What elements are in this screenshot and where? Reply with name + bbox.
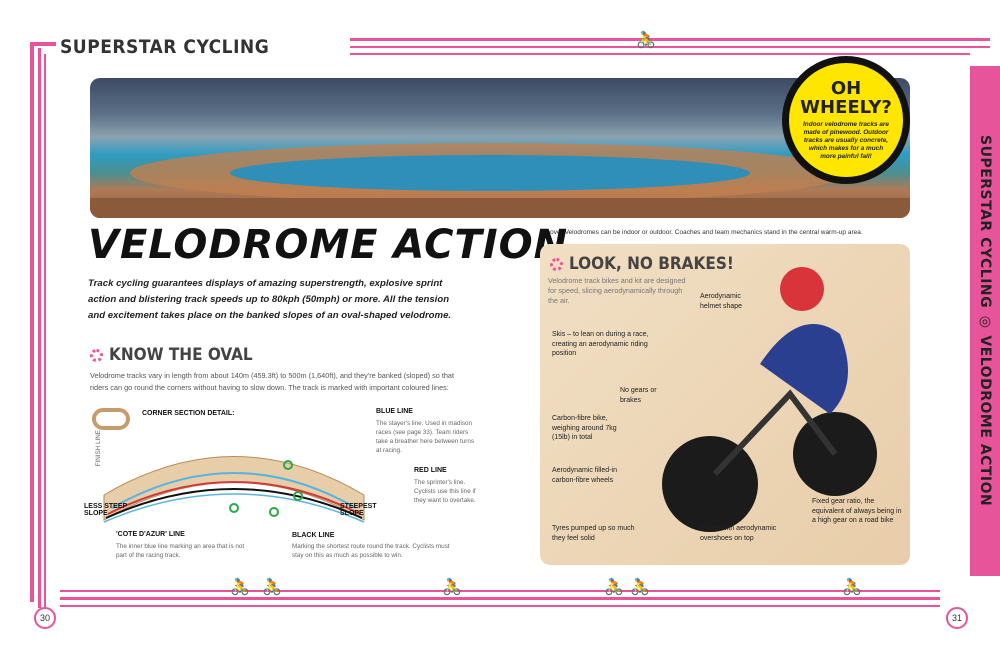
note-skis: Skis – to lean on during a race, creatin… (552, 331, 649, 357)
track-bike-art (662, 267, 877, 532)
note-tyres: Tyres pumped up so much they feel solid (552, 525, 635, 542)
steepest-label: STEEPEST SLOPE (340, 503, 377, 517)
frame-line (60, 605, 940, 607)
know-the-oval-heading: KNOW THE OVAL (90, 345, 253, 365)
red-line-label: RED LINE (414, 467, 447, 474)
photo-caption: (Above) Velodromes can be indoor or outd… (540, 229, 863, 236)
page-title: VELODROME ACTION (88, 222, 569, 268)
cyclist-icon: 🚴 (442, 579, 462, 596)
blue-line-label: BLUE LINE (376, 408, 413, 415)
ring-icon (550, 257, 563, 271)
badge-title: OH WHEELY? (800, 78, 892, 118)
black-line-label: BLACK LINE (292, 532, 335, 539)
frame-line (60, 590, 940, 592)
velodrome-photo (90, 78, 910, 218)
cyclist-icon: 🚴 (262, 579, 282, 596)
track-diagram (92, 408, 365, 523)
velodrome-photo-art (90, 143, 910, 218)
page-number-right: 31 (946, 607, 968, 629)
finish-line-label: FINISH LINE (95, 430, 102, 467)
no-brakes-panel: LOOK, NO BRAKES! Velodrome track bikes a… (540, 244, 910, 565)
cote-line-label: 'COTE D'AZUR' LINE (116, 531, 185, 538)
page-number-left: 30 (34, 607, 56, 629)
frame-line (44, 54, 46, 609)
section-heading-label: KNOW THE OVAL (109, 345, 253, 365)
corner-detail-label: CORNER SECTION DETAIL: (142, 410, 235, 417)
note-gears: No gears or brakes (620, 387, 657, 404)
note-gear-ratio: Fixed gear ratio, the equivalent of alwa… (812, 498, 902, 524)
frame-line (350, 53, 970, 55)
frame-line (60, 597, 940, 600)
cyclist-icon: 🚴 (630, 579, 650, 596)
side-tab-text: SUPERSTAR CYCLING ◎ VELODROME ACTION (970, 66, 1000, 576)
cyclist-icon: 🚴 (230, 579, 250, 596)
side-tab-label: SUPERSTAR CYCLING ◎ VELODROME ACTION (977, 135, 993, 507)
frame-line (30, 42, 34, 602)
section-heading-label: LOOK, NO BRAKES! (569, 254, 734, 274)
note-wheels: Aerodynamic filled-in carbon-fibre wheel… (552, 467, 617, 484)
red-line-desc: The sprinter's line. Cyclists use this l… (414, 479, 476, 504)
note-shoes: Shoes with aerodynamic overshoes on top (700, 525, 777, 542)
frame-line (350, 38, 990, 41)
frame-line (350, 46, 990, 48)
note-helmet: Aerodynamic helmet shape (700, 293, 743, 310)
no-brakes-heading: LOOK, NO BRAKES! (550, 254, 734, 274)
cyclist-icon: 🚴 (604, 579, 624, 596)
blue-line-desc: The stayer's line. Used in madison races… (376, 420, 475, 454)
badge-text: Indoor velodrome tracks are made of pine… (803, 121, 889, 160)
oh-wheely-badge: OH WHEELY? Indoor velodrome tracks are m… (782, 56, 910, 184)
ring-icon (90, 348, 103, 362)
no-brakes-intro: Velodrome track bikes and kit are design… (548, 276, 686, 305)
oval-text: Velodrome tracks vary in length from abo… (90, 371, 455, 392)
frame-line (30, 42, 56, 46)
mini-oval-icon (92, 408, 130, 430)
intro-text: Track cycling guarantees displays of ama… (88, 278, 452, 321)
frame-line (38, 48, 41, 608)
cyclist-icon: 🚴 (636, 32, 656, 49)
side-tab (970, 66, 1000, 576)
less-steep-label: LESS STEEP SLOPE (84, 503, 128, 517)
black-line-desc: Marking the shortest route round the tra… (292, 543, 450, 559)
page-header-title: SUPERSTAR CYCLING (60, 36, 270, 58)
cote-line-desc: The inner blue line marking an area that… (116, 543, 245, 559)
note-carbon-bike: Carbon-fibre bike, weighing around 7kg (… (552, 415, 617, 441)
cyclist-icon: 🚴 (842, 579, 862, 596)
